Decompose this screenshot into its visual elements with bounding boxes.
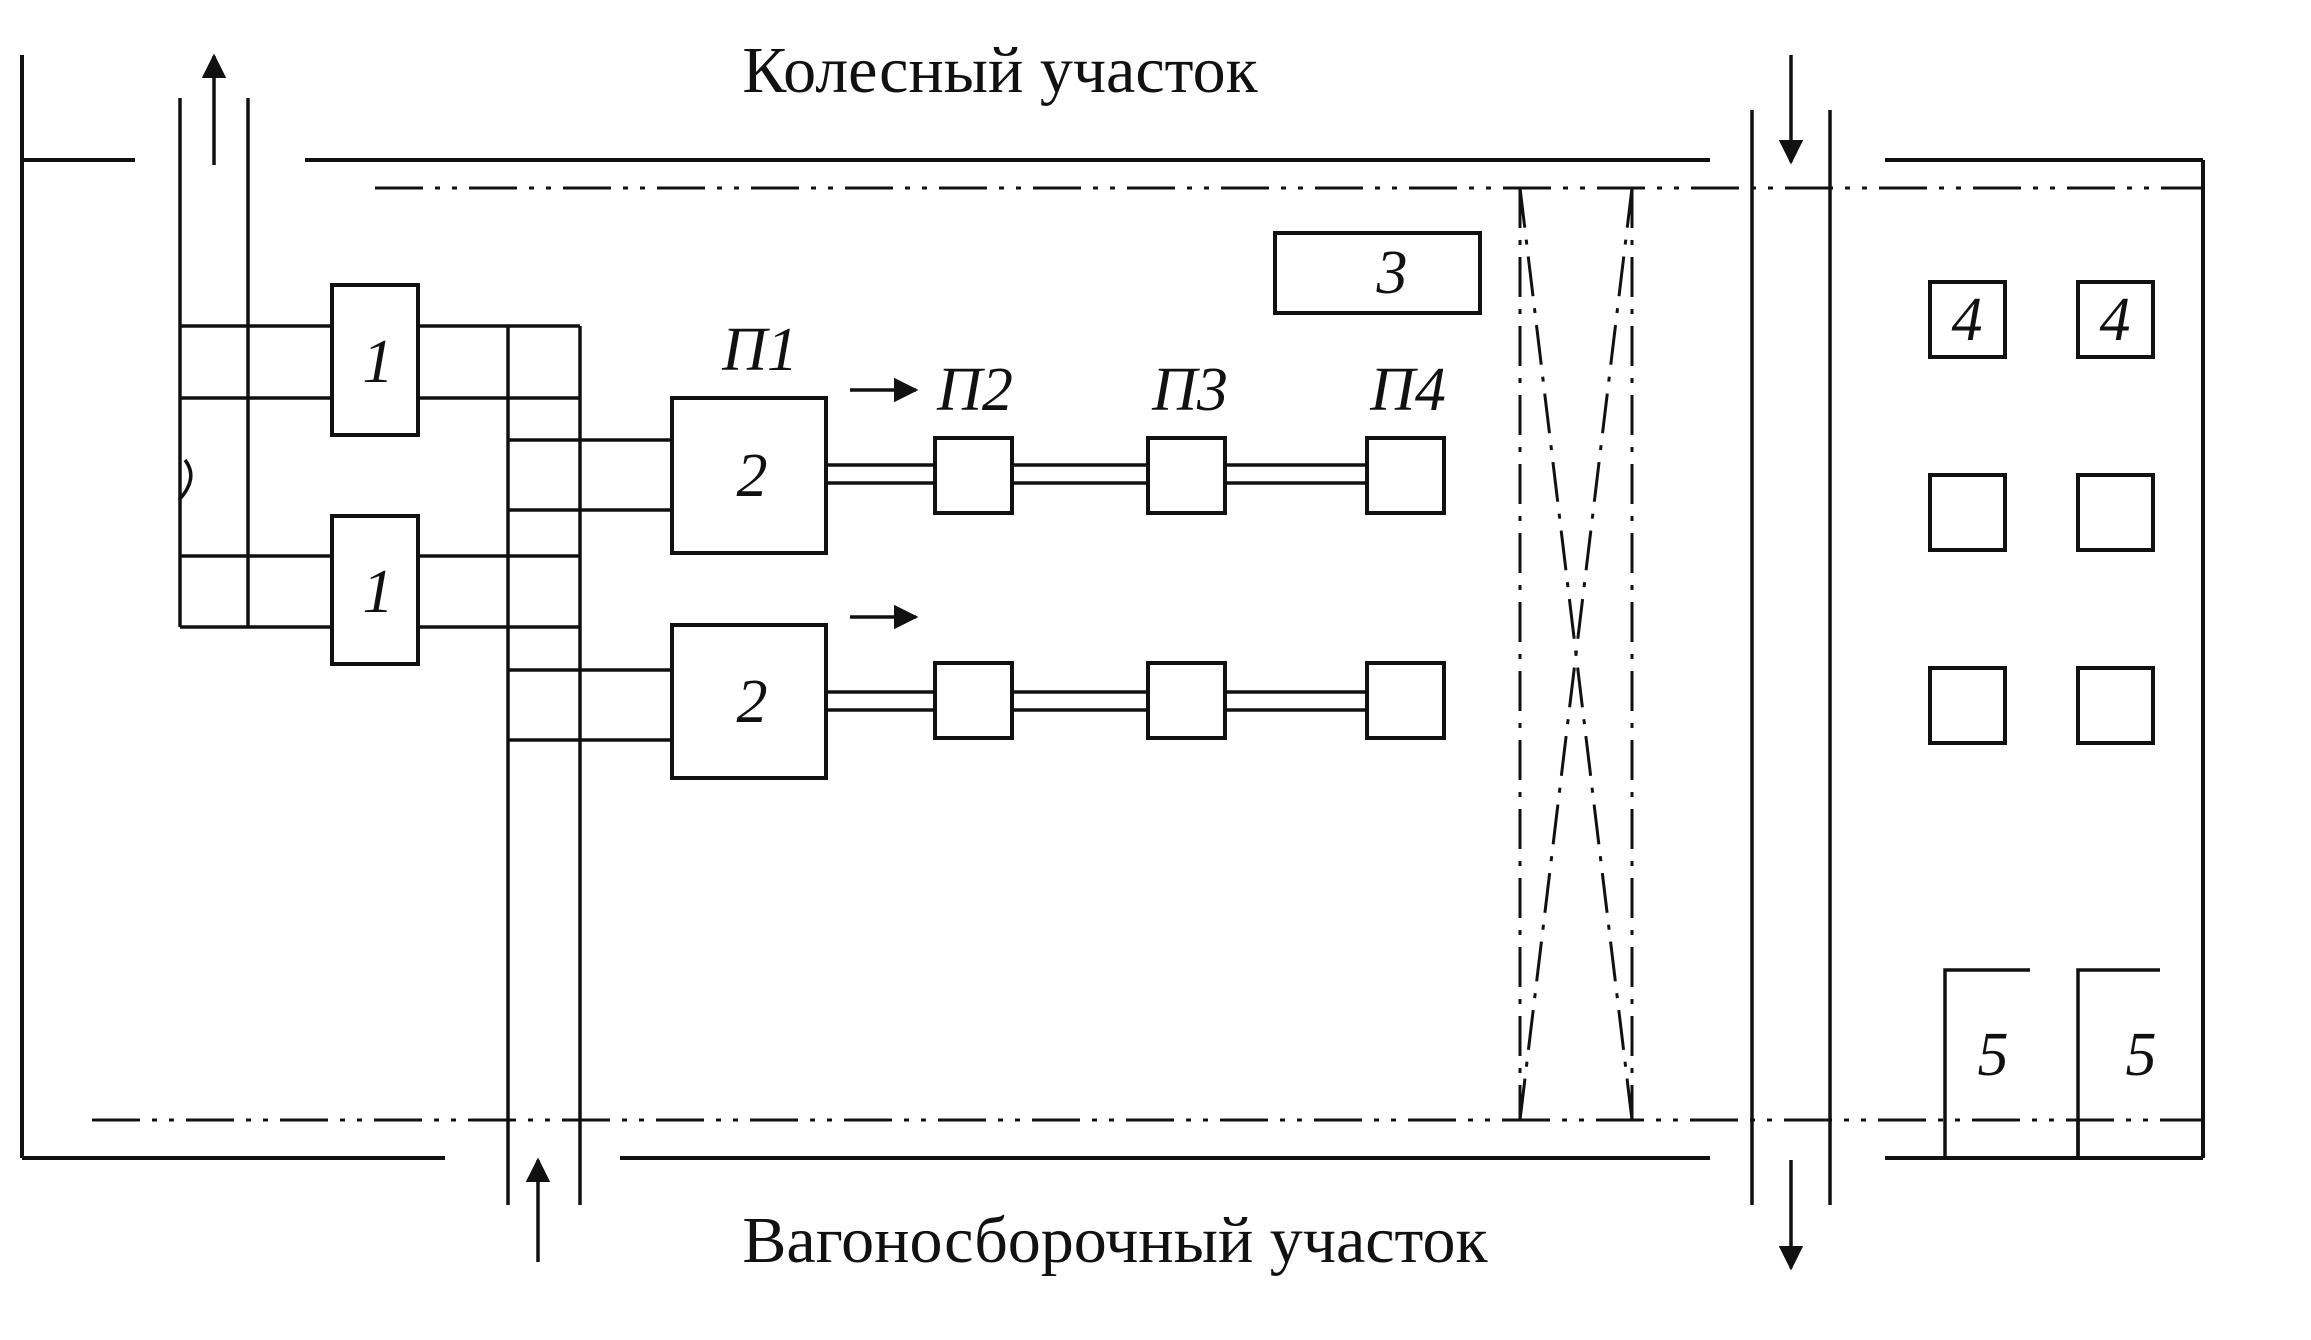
- conveyor-line-upper: [826, 463, 1367, 485]
- post-p1-label: П1: [721, 316, 798, 384]
- flow-arrows: [201, 53, 1804, 1271]
- equipment-2-lower-label: 2: [737, 668, 768, 736]
- equipment-5-left-label: 5: [1978, 1021, 2009, 1089]
- equipment-5-left: 5: [1943, 968, 2080, 1158]
- equipment-1-upper: 1: [330, 283, 420, 437]
- equipment-4-left-label: 4: [1952, 286, 1983, 354]
- rack-row2-left: [1928, 473, 2007, 552]
- equipment-2-upper: 2: [670, 396, 828, 555]
- post-p2-label: П2: [936, 356, 1013, 424]
- equipment-5-right-label: 5: [2126, 1021, 2157, 1089]
- equipment-2-upper-label: 2: [737, 442, 768, 510]
- post-p3-lower: [1146, 661, 1227, 740]
- post-p2-upper: [933, 436, 1014, 515]
- rack-row3-right: [2076, 666, 2155, 745]
- post-p4-label: П4: [1369, 356, 1446, 424]
- equipment-4-right-label: 4: [2100, 286, 2131, 354]
- overhead-crane: [1518, 187, 1634, 1121]
- right-transport-track: [1750, 110, 1832, 1205]
- equipment-3-label: 3: [1376, 239, 1408, 307]
- equipment-3: 3: [1273, 231, 1482, 315]
- building-walls: [20, 55, 2205, 1160]
- equipment-4-right: 4: [2076, 280, 2155, 359]
- post-p4-lower: [1365, 661, 1446, 740]
- post-p2-lower: [933, 661, 1014, 740]
- equipment-1-lower: 1: [330, 514, 420, 666]
- equipment-4-left: 4: [1928, 280, 2007, 359]
- conveyor-line-lower: [826, 690, 1367, 712]
- post-p4-upper: [1365, 436, 1446, 515]
- central-transfer-track: [506, 324, 672, 1205]
- bottom-area-label: Вагоносборочный участок: [742, 1204, 1488, 1277]
- rack-grid: [1928, 473, 2155, 745]
- top-area-label: Колесный участок: [742, 34, 1258, 107]
- equipment-2-lower: 2: [670, 623, 828, 780]
- post-p3-upper: [1146, 436, 1227, 515]
- equipment-1-upper-label: 1: [363, 328, 394, 396]
- rack-row2-right: [2076, 473, 2155, 552]
- equipment-5-right: 5: [2076, 968, 2160, 1158]
- equipment-1-lower-label: 1: [363, 558, 394, 626]
- post-p3-label: П3: [1151, 356, 1228, 424]
- rack-row3-left: [1928, 666, 2007, 745]
- left-transport-track: [177, 98, 508, 629]
- column-axes: [92, 186, 2203, 1122]
